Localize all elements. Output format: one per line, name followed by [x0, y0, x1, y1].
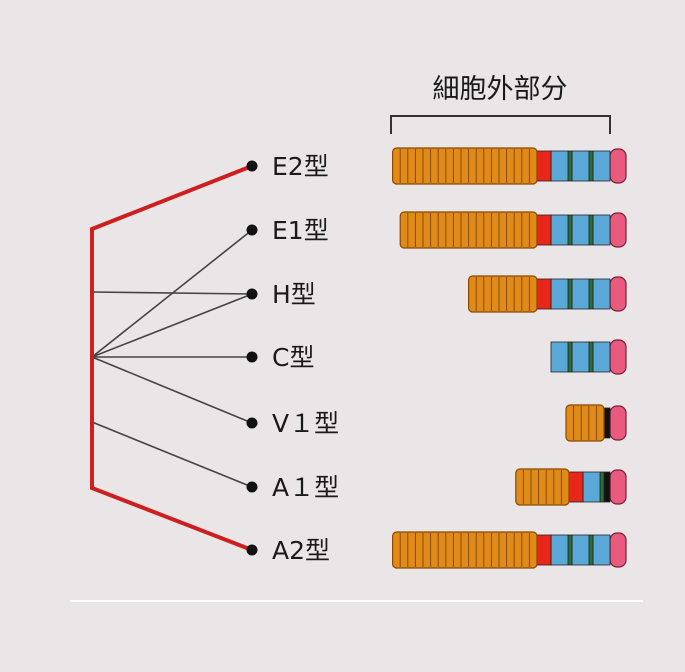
cytoplasmic-cap: [609, 148, 627, 184]
blue-domain: [571, 150, 590, 182]
branch-h-hub: [91, 293, 253, 358]
blue-domain: [592, 341, 611, 373]
type-labels: E2型 E1型 H型 C型 V１型 A１型 A2型: [246, 152, 339, 565]
type-label: A１型: [272, 473, 339, 502]
ectodomain-repeats: [392, 531, 538, 569]
phylogenetic-tree: [90, 164, 253, 552]
black-domain: [603, 471, 611, 503]
blue-domain: [592, 534, 611, 566]
cytoplasmic-cap: [609, 469, 627, 505]
blue-domain: [550, 534, 569, 566]
type-label: E1型: [272, 216, 329, 245]
header-bracket: [390, 115, 611, 134]
molecule-5: [515, 468, 627, 506]
type-label: H型: [272, 280, 316, 309]
red-domain: [568, 471, 584, 503]
blue-domain: [571, 341, 590, 373]
green-domain: [588, 341, 594, 373]
molecule-0: [392, 147, 627, 185]
branch-node-dot: [246, 544, 258, 556]
blue-domain: [550, 150, 569, 182]
molecule-6: [392, 531, 627, 569]
molecule-2: [468, 275, 627, 313]
branch-node-dot: [246, 351, 258, 363]
blue-domain: [592, 214, 611, 246]
header-label: 細胞外部分: [433, 74, 568, 105]
green-domain: [567, 341, 573, 373]
red-domain: [536, 214, 552, 246]
branch-v1: [91, 356, 253, 424]
red-domain: [536, 150, 552, 182]
ectodomain-repeats: [468, 275, 538, 313]
green-domain: [567, 214, 573, 246]
cytoplasmic-cap: [609, 339, 627, 375]
red-domain: [536, 534, 552, 566]
blue-domain: [592, 150, 611, 182]
ectodomain-repeats: [515, 468, 570, 506]
blue-domain: [550, 214, 569, 246]
type-label: V１型: [272, 409, 339, 438]
branch-h: [91, 291, 253, 295]
blue-domain: [571, 534, 590, 566]
green-domain: [599, 471, 605, 503]
molecule-1: [399, 211, 627, 249]
cytoplasmic-cap: [609, 405, 627, 441]
branch-node-dot: [246, 481, 258, 493]
molecule-structures: [392, 147, 627, 569]
green-domain: [588, 214, 594, 246]
molecule-3: [550, 339, 627, 375]
green-domain: [588, 150, 594, 182]
branch-node-dot: [246, 160, 258, 172]
branch-a1: [91, 421, 253, 488]
branch-node-dot: [246, 224, 258, 236]
cytoplasmic-cap: [609, 532, 627, 568]
highlight-branch: [90, 164, 253, 552]
green-domain: [588, 278, 594, 310]
cytoplasmic-cap: [609, 212, 627, 248]
blue-domain: [550, 341, 569, 373]
green-domain: [567, 150, 573, 182]
black-domain: [603, 407, 611, 439]
blue-domain: [582, 471, 601, 503]
ectodomain-repeats: [392, 147, 538, 185]
branch-node-dot: [246, 417, 258, 429]
blue-domain: [550, 278, 569, 310]
blue-domain: [592, 278, 611, 310]
branch-node-dot: [246, 288, 258, 300]
green-domain: [588, 534, 594, 566]
molecule-4: [565, 404, 627, 442]
type-label: A2型: [272, 536, 330, 565]
red-domain: [536, 278, 552, 310]
blue-domain: [571, 214, 590, 246]
ectodomain-repeats: [565, 404, 605, 442]
green-domain: [567, 278, 573, 310]
type-label: C型: [272, 343, 314, 372]
type-label: E2型: [272, 152, 329, 181]
green-domain: [567, 534, 573, 566]
cytoplasmic-cap: [609, 276, 627, 312]
blue-domain: [571, 278, 590, 310]
extracellular-header: 細胞外部分: [390, 74, 611, 134]
